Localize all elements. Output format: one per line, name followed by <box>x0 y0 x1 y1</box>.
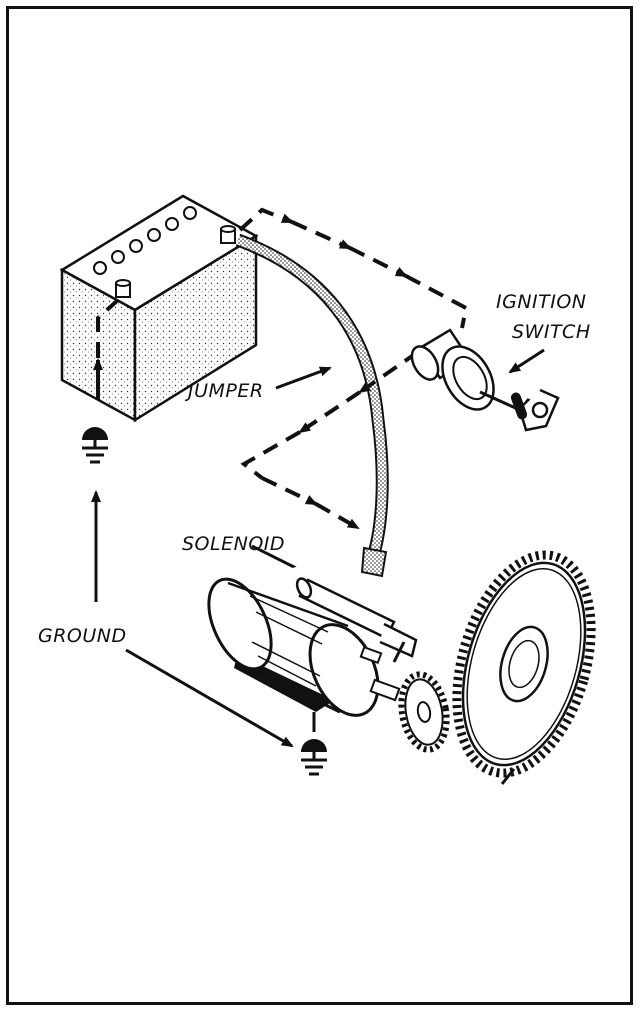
label-ground: GROUND <box>38 625 127 647</box>
current-path <box>96 207 469 530</box>
jumper-clamp <box>360 546 388 578</box>
battery-terminal-positive <box>220 225 236 244</box>
label-solenoid: SOLENOID <box>182 533 285 555</box>
flywheel-ring-gear <box>452 550 596 785</box>
battery-terminal-negative <box>115 279 131 298</box>
solenoid <box>295 577 418 663</box>
ground-symbol-battery <box>82 427 108 464</box>
label-ignition-line2: SWITCH <box>512 321 591 343</box>
starter-motor <box>207 562 401 717</box>
leader-arrows <box>91 348 545 748</box>
label-jumper: JUMPER <box>184 380 264 402</box>
battery-cell-caps <box>93 206 197 275</box>
ground-symbol-starter <box>301 712 327 776</box>
label-ignition-line1: IGNITION <box>496 291 587 313</box>
pinion-gear <box>398 671 450 753</box>
ignition-switch <box>410 328 560 432</box>
key-icon <box>479 388 560 432</box>
